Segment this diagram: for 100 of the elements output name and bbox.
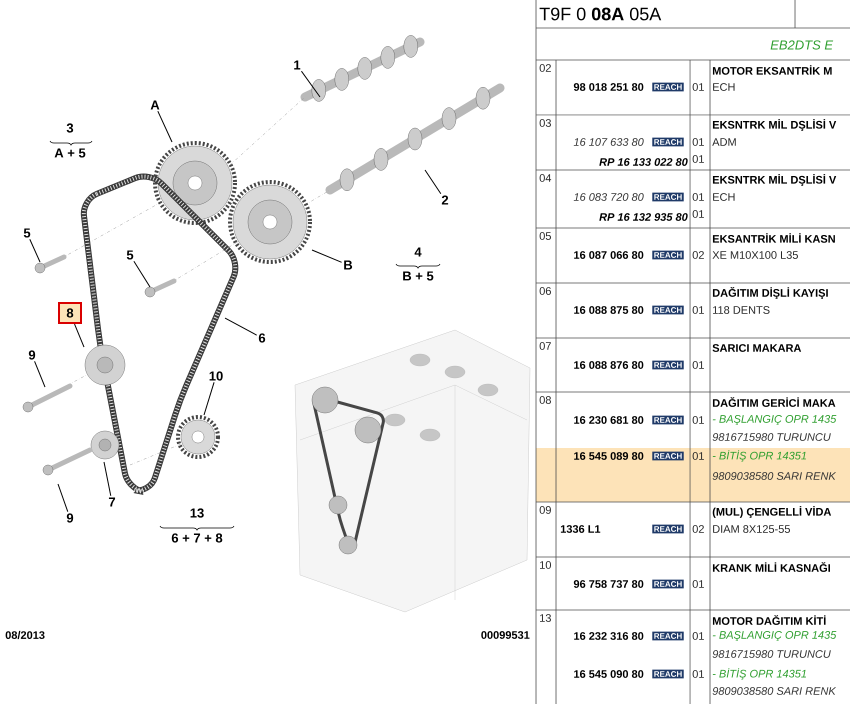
- row-number: 04: [540, 174, 552, 182]
- callout-number: 3: [66, 123, 74, 133]
- row-number: 02: [540, 64, 551, 72]
- description: 9809038580 SARI RENK: [712, 472, 836, 480]
- leader-line: [34, 360, 46, 388]
- assembly-formula: B + 5: [403, 271, 434, 281]
- callout-number: 13: [190, 508, 204, 518]
- part-number: 16 230 681 80: [574, 416, 644, 424]
- callout-number: 10: [210, 371, 223, 381]
- description: - BAŞLANGIÇ OPR 1435: [712, 631, 836, 641]
- description: EKSNTRK MİL DŞLİSİ V: [712, 174, 836, 186]
- reach-badge: REACH: [652, 192, 684, 202]
- quantity: 01: [692, 361, 704, 369]
- description: XE M10X100 L35: [712, 251, 798, 259]
- callout-number: 5: [126, 250, 134, 260]
- row-number: 09: [540, 506, 551, 514]
- assembly-formula: 6 + 7 + 8: [172, 533, 222, 543]
- quantity: 01: [692, 83, 704, 91]
- row-number: 07: [540, 342, 551, 350]
- description: ECH: [713, 193, 735, 201]
- part-number: 98 018 251 80: [574, 83, 644, 91]
- leader-line: [224, 318, 258, 336]
- leader-line: [133, 260, 150, 288]
- reach-badge: REACH: [652, 306, 684, 314]
- description: 9816715980 TURUNCU: [712, 650, 831, 658]
- reach-badge: REACH: [652, 670, 684, 678]
- reach-badge: REACH: [652, 632, 684, 640]
- row-number: 08: [540, 396, 551, 404]
- description: KRANK MİLİ KASNAĞI: [712, 562, 830, 572]
- part-number: 96 758 737 80: [574, 580, 644, 588]
- part-number: 16 088 875 80: [574, 306, 644, 314]
- reach-badge: REACH: [652, 82, 684, 92]
- reach-badge: REACH: [652, 250, 684, 260]
- callout-number: 1: [294, 60, 300, 70]
- callout-number: 5: [24, 228, 30, 238]
- part-number: 16 083 720 80: [574, 193, 644, 201]
- row-number: 10: [540, 561, 551, 569]
- reach-badge: REACH: [652, 452, 684, 460]
- part-number: 16 545 089 80: [574, 452, 644, 460]
- description: - BİTİŞ OPR 14351: [712, 668, 806, 680]
- leader-line: [312, 250, 342, 263]
- callout-number: 7: [108, 498, 116, 506]
- description: MOTOR DAĞITIM KİTİ: [712, 615, 826, 625]
- part-number: RP 16 132 935 80: [599, 213, 688, 221]
- callout-number: A: [150, 100, 160, 110]
- description: 9809038580 SARI RENK: [712, 687, 836, 695]
- part-number: 16 232 316 80: [574, 632, 644, 640]
- description: DAĞITIM DİŞLİ KAYIŞI: [712, 287, 828, 299]
- description: 9816715980 TURUNCU: [712, 433, 831, 441]
- leader-line: [58, 484, 68, 512]
- description: EKSANTRİK MİLİ KASN: [712, 233, 835, 243]
- leader-line: [424, 170, 442, 194]
- description: - BİTİŞ OPR 14351: [712, 450, 806, 462]
- quantity: 01: [692, 670, 704, 678]
- description: 118 DENTS: [713, 306, 770, 314]
- leader-line: [29, 238, 40, 262]
- row-number: 13: [540, 614, 551, 622]
- assembly-formula: A + 5: [54, 148, 86, 158]
- reach-badge: REACH: [652, 416, 684, 424]
- quantity: 01: [692, 452, 704, 460]
- reach-badge: REACH: [652, 580, 684, 588]
- engine-code: EB2DTS E: [770, 40, 834, 50]
- callout-number: B: [344, 260, 352, 270]
- row-number: 05: [540, 232, 551, 240]
- part-number: RP 16 133 022 80: [599, 158, 688, 166]
- description: EKSNTRK MİL DŞLİSİ V: [712, 119, 836, 131]
- description: - BAŞLANGIÇ OPR 1435: [712, 415, 836, 425]
- leader-line: [74, 324, 84, 348]
- description: MOTOR EKSANTRİK M: [712, 65, 832, 75]
- description: DIAM 8X125-55: [713, 525, 790, 533]
- quantity: 01: [692, 193, 704, 201]
- callout-number: 4: [414, 248, 422, 256]
- quantity: 02: [692, 251, 704, 259]
- quantity: 01: [692, 416, 704, 424]
- row-number: 03: [540, 119, 551, 127]
- quantity: 01: [692, 210, 704, 218]
- description: ECH: [713, 83, 735, 91]
- part-number: 16 545 090 80: [574, 670, 644, 678]
- quantity: 01: [692, 306, 704, 314]
- callout-number: 2: [442, 195, 448, 205]
- highlighted-callout: 8: [58, 302, 82, 324]
- description: SARICI MAKARA: [712, 344, 802, 352]
- part-number: 1336 L1: [560, 525, 600, 533]
- callout-number: 9: [66, 513, 74, 523]
- quantity: 01: [692, 155, 704, 163]
- part-number: 16 088 876 80: [574, 361, 644, 369]
- description: (MUL) ÇENGELLİ VİDA: [712, 506, 832, 518]
- callout-number: 9: [28, 350, 36, 360]
- reach-badge: REACH: [652, 138, 684, 146]
- quantity: 01: [692, 138, 704, 146]
- leader-line: [157, 110, 172, 142]
- quantity: 02: [692, 525, 704, 533]
- callout-number: 6: [258, 333, 266, 343]
- leader-line: [104, 462, 112, 496]
- reach-badge: REACH: [652, 524, 684, 534]
- date-label: 08/2013: [6, 630, 45, 640]
- diagram-code: T9F 0 08A 05A: [540, 8, 662, 20]
- part-number: 16 107 633 80: [574, 138, 644, 146]
- leader-line: [204, 382, 215, 416]
- row-number: 06: [540, 287, 551, 295]
